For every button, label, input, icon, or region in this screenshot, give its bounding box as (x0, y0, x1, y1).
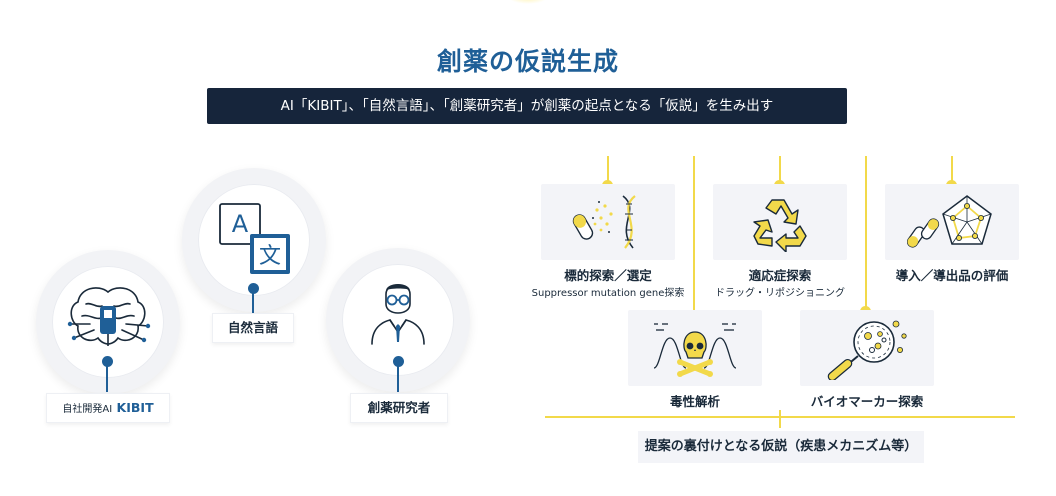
language-connector (252, 293, 254, 313)
biomarker-connector (865, 156, 867, 312)
kibit-connector (106, 366, 108, 392)
magnifier-icon (827, 320, 907, 380)
kibit-label: 自社開発AI KIBIT (46, 393, 170, 423)
indication-card (713, 184, 847, 260)
target-sublabel: Suppressor mutation gene探索 (531, 288, 685, 299)
licensing-label: 導入／導出品の評価 (895, 268, 1009, 283)
translate-glyph-b: 文 (259, 244, 281, 269)
toxicity-card (628, 310, 762, 386)
translate-glyph-a: A (232, 210, 249, 238)
biomarker-card (800, 310, 934, 386)
kibit-dot (102, 356, 113, 367)
researcher-icon (371, 284, 425, 345)
researcher-dot (393, 356, 404, 367)
subtitle-banner: AI「KIBIT」、「自然言語」、「創薬研究者」が創薬の起点となる「仮説」を生み… (207, 88, 847, 124)
toxicity-label: 毒性解析 (669, 394, 720, 409)
licensing-connector (951, 156, 953, 186)
translate-icon: A 文 (219, 203, 290, 274)
dna-icon (572, 195, 636, 249)
brain-chip-icon (67, 287, 151, 346)
biomarker-label: バイオマーカー探索 (810, 394, 924, 409)
language-circle: A 文 (182, 168, 326, 312)
licensing-card (885, 184, 1019, 260)
kibit-label-prefix: 自社開発AI (62, 404, 113, 415)
indication-label: 適応症探索 (748, 268, 812, 283)
page-title: 創薬の仮説生成 (436, 47, 619, 76)
recycle-icon (753, 199, 807, 252)
language-label: 自然言語 (212, 313, 294, 343)
target-card (541, 184, 675, 260)
researcher-connector (397, 366, 399, 392)
indication-connector (779, 156, 781, 186)
toxicity-connector (693, 156, 695, 322)
bottom-center-tick (779, 410, 781, 428)
target-connector (607, 156, 609, 186)
indication-sublabel: ドラッグ・リポジショニング (715, 288, 845, 299)
kibit-label-name: KIBIT (116, 400, 154, 415)
skull-icon (653, 323, 737, 377)
pentagon-chart-icon (907, 195, 992, 248)
target-label: 標的探索／選定 (564, 268, 652, 283)
language-dot (248, 283, 259, 294)
kibit-circle (36, 250, 180, 394)
top-glow (508, 0, 548, 4)
researcher-label: 創薬研究者 (350, 393, 448, 423)
hypothesis-box: 提案の裏付けとなる仮説（疾患メカニズム等） (638, 431, 924, 463)
